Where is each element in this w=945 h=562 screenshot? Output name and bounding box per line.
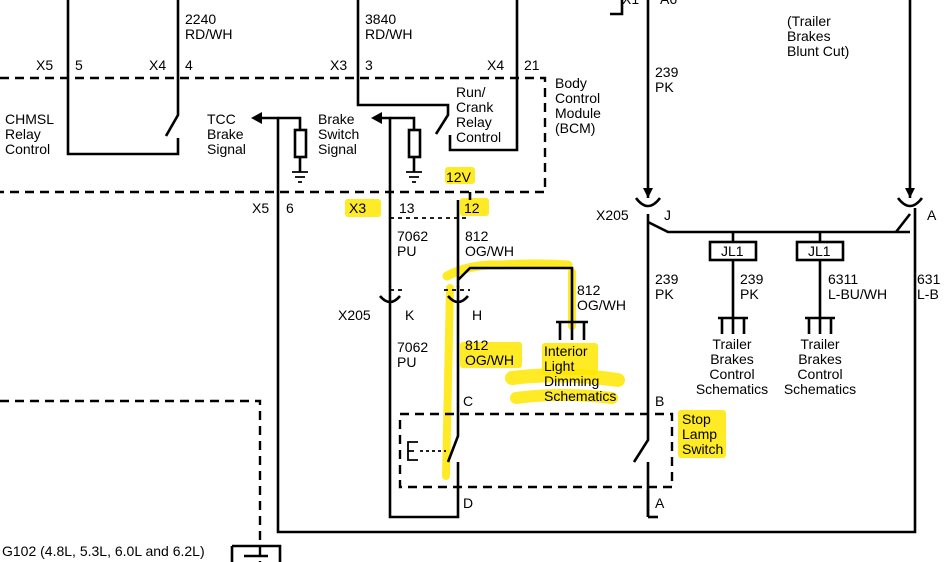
conn-pin3: 3 — [365, 57, 373, 73]
conn-x205-right: X205 — [596, 207, 629, 223]
conn-x3-top: X3 — [330, 57, 347, 73]
jl1-right-label: JL1 — [808, 243, 831, 259]
conn-pinH: H — [472, 307, 482, 323]
conn-pin5: 5 — [75, 57, 83, 73]
conn-pinJ: J — [664, 207, 671, 223]
conn-x4-left: X4 — [149, 57, 166, 73]
conn-pin12: 12 — [464, 200, 480, 216]
conn-pinA-bottom: A — [655, 495, 665, 511]
conn-pin6: 6 — [286, 200, 294, 216]
conn-pinA-top: A — [927, 207, 937, 223]
conn-x205-left: X205 — [338, 307, 371, 323]
conn-pin4: 4 — [185, 57, 193, 73]
ground-symbol — [230, 544, 282, 562]
conn-pin13: 13 — [399, 200, 415, 216]
x1-suffix-label: A6 — [660, 0, 677, 7]
wire-7062 — [388, 298, 460, 519]
stop-lamp-switch-boundary — [398, 412, 674, 489]
conn-pinC: C — [463, 393, 473, 409]
conn-pinB: B — [655, 393, 664, 409]
jl1-left-label: JL1 — [721, 243, 744, 259]
conn-pinK: K — [405, 307, 415, 323]
ground-label: G102 (4.8L, 5.3L, 6.0L and 6.2L) — [2, 543, 205, 559]
highlighter-marks — [345, 167, 726, 480]
conn-x4-right: X4 — [487, 57, 504, 73]
conn-x5-left: X5 — [36, 57, 53, 73]
wire-812 — [456, 192, 588, 414]
bcm-boundary — [0, 76, 547, 194]
signal-circuits — [251, 112, 917, 534]
run-crank-circuit — [356, 0, 519, 152]
right-circuits — [610, 0, 924, 519]
left-module-boundary — [0, 399, 262, 562]
chmsl-circuit — [66, 0, 180, 156]
conn-x5-mid: X5 — [252, 200, 269, 216]
conn-pin21: 21 — [524, 57, 540, 73]
x1-top-label: X1 — [622, 0, 639, 7]
v12-label: 12V — [446, 169, 472, 185]
x205-connectors-left — [379, 286, 469, 304]
conn-x3-mid: X3 — [349, 200, 366, 216]
conn-pinD: D — [463, 495, 473, 511]
